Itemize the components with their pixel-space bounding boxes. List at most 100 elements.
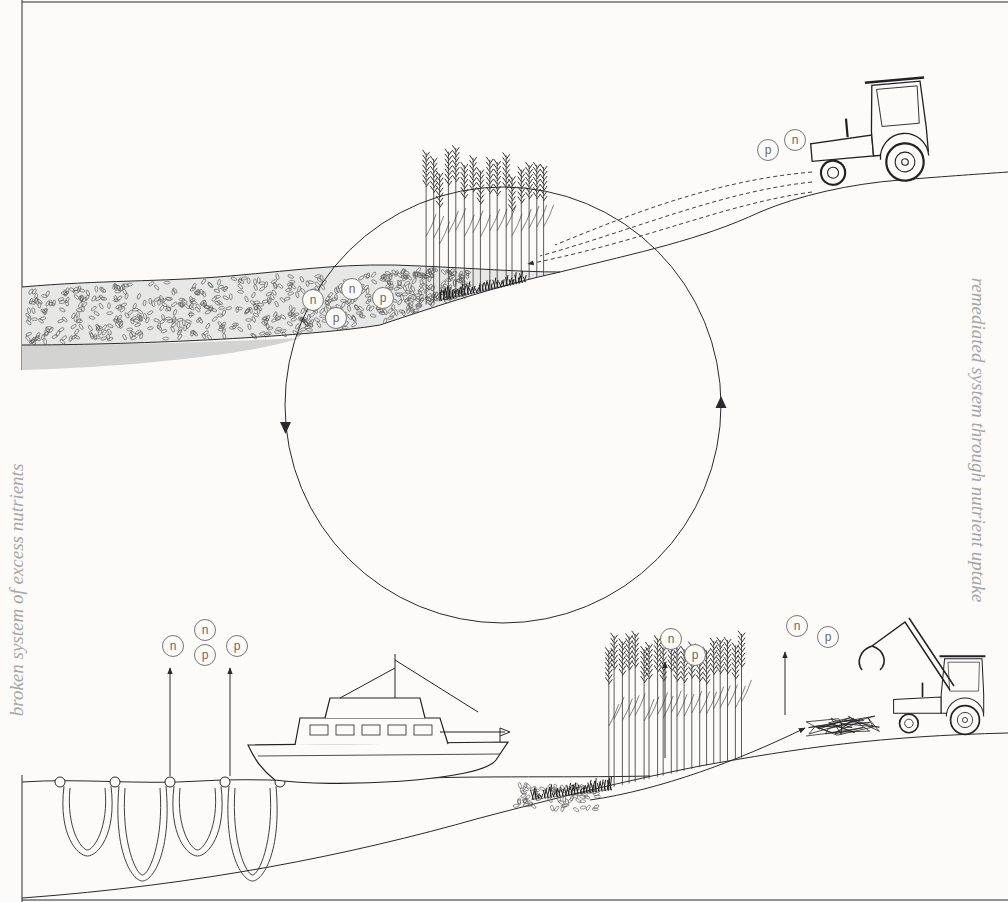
reed bbox=[509, 174, 523, 283]
reed-head bbox=[503, 152, 510, 189]
algae-speck bbox=[153, 318, 160, 322]
algae-speck bbox=[358, 306, 364, 312]
algae-speck bbox=[65, 297, 70, 304]
runoff-line bbox=[528, 192, 812, 264]
algae-speck bbox=[253, 284, 257, 291]
algae-speck bbox=[58, 297, 65, 301]
algae-speck bbox=[108, 303, 111, 309]
algae-speck bbox=[171, 301, 177, 307]
algae-speck bbox=[377, 309, 383, 312]
algae-speck bbox=[354, 304, 359, 311]
reed-leaf bbox=[658, 693, 668, 715]
algae-speck bbox=[271, 279, 278, 284]
algae-speck bbox=[236, 307, 242, 310]
algae-speck bbox=[300, 307, 305, 314]
buoy bbox=[165, 777, 175, 787]
algae-speck bbox=[214, 289, 221, 294]
algae-speck bbox=[164, 281, 170, 284]
reed-leaf bbox=[684, 694, 694, 716]
boat-rigging bbox=[340, 654, 510, 742]
algae-speck bbox=[430, 285, 435, 292]
reed bbox=[646, 642, 660, 779]
algae-speck bbox=[173, 309, 178, 316]
algae-speck bbox=[523, 803, 530, 807]
algae-speck bbox=[130, 336, 136, 340]
algae-speck bbox=[417, 289, 422, 296]
algae-speck bbox=[416, 304, 423, 309]
algae-speck bbox=[114, 295, 118, 301]
cycle-circle bbox=[285, 187, 721, 623]
algae-speck bbox=[352, 316, 357, 323]
algae-speck bbox=[71, 334, 77, 340]
side-caption: broken system of excess nutrients bbox=[7, 464, 28, 717]
algae-speck bbox=[130, 316, 137, 321]
algae-speck bbox=[188, 313, 194, 316]
algae-speck bbox=[222, 295, 229, 300]
algae-speck bbox=[250, 300, 257, 306]
algae-speck bbox=[122, 288, 127, 295]
algae-speck bbox=[107, 323, 114, 328]
algae-speck bbox=[416, 303, 422, 306]
algae-speck bbox=[217, 284, 224, 289]
reed-leaf bbox=[742, 680, 752, 702]
release-arrow bbox=[230, 668, 231, 776]
reed-head bbox=[486, 157, 493, 194]
polluted-water bbox=[22, 265, 560, 345]
algae-speck bbox=[156, 325, 162, 331]
algae-speck bbox=[426, 293, 432, 299]
algae-speck bbox=[147, 310, 154, 315]
algae-speck bbox=[237, 290, 243, 294]
algae-speck bbox=[101, 329, 107, 335]
algae-speck bbox=[159, 318, 165, 324]
algae-speck bbox=[404, 299, 410, 305]
reed bbox=[494, 159, 508, 287]
algae-speck bbox=[308, 319, 314, 325]
algae-speck bbox=[194, 289, 200, 295]
reed bbox=[717, 637, 731, 762]
reed-leaf bbox=[512, 214, 522, 236]
algae-speck bbox=[29, 339, 36, 344]
reed-stem bbox=[473, 158, 474, 293]
algae-speck bbox=[513, 804, 519, 808]
ground-line bbox=[22, 172, 1008, 345]
nutrient-letter: n bbox=[202, 624, 209, 636]
algae-speck bbox=[236, 307, 239, 313]
algae-speck bbox=[395, 292, 402, 297]
algae-speck bbox=[217, 321, 223, 327]
algae-speck bbox=[212, 316, 218, 322]
algae-speck bbox=[394, 270, 399, 277]
algae-speck bbox=[539, 786, 546, 791]
reed-head bbox=[660, 645, 667, 682]
algae-speck bbox=[273, 311, 278, 318]
algae-speck bbox=[273, 283, 277, 289]
algae-speck bbox=[425, 296, 432, 301]
boat-window bbox=[388, 725, 406, 735]
algae-speck bbox=[70, 324, 77, 330]
algae-speck bbox=[190, 286, 197, 291]
reed bbox=[605, 647, 619, 788]
algae-speck bbox=[78, 302, 83, 309]
algae-speck bbox=[201, 278, 207, 285]
algae-speck bbox=[63, 290, 67, 296]
algae-speck bbox=[201, 333, 206, 340]
nutrient-circle: p bbox=[325, 307, 347, 329]
algae-speck bbox=[163, 337, 169, 340]
algae-speck bbox=[165, 306, 172, 311]
algae-speck bbox=[267, 326, 274, 330]
algae-speck bbox=[427, 267, 433, 273]
algae-speck bbox=[256, 305, 262, 311]
nutrient-circle: n bbox=[162, 635, 184, 657]
reed-leaf bbox=[521, 209, 531, 231]
algae-speck bbox=[428, 274, 434, 277]
cycle-arrow-head bbox=[716, 396, 727, 408]
algae-speck bbox=[41, 294, 47, 298]
algae-speck bbox=[25, 335, 31, 341]
algae-speck bbox=[91, 306, 97, 312]
reed-leaf bbox=[497, 209, 507, 231]
algae-speck bbox=[406, 307, 410, 314]
reed-head bbox=[724, 637, 731, 674]
algae-speck bbox=[458, 271, 463, 278]
algae-speck bbox=[274, 330, 280, 333]
